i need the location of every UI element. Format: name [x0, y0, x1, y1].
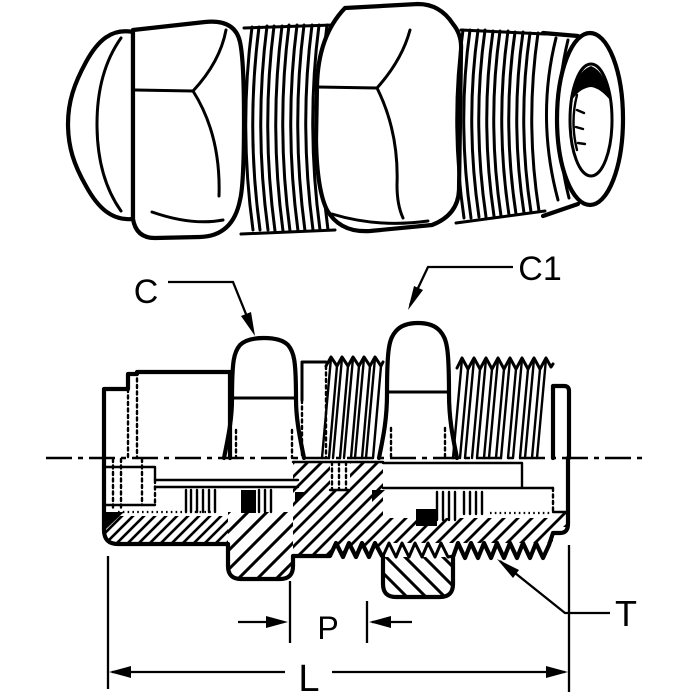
tube-stub: [101, 369, 233, 461]
dimension-p: P: [238, 581, 412, 646]
hex-nut-front: [130, 19, 247, 241]
label-t: T: [615, 593, 637, 634]
nut-back-cap: [65, 29, 136, 222]
right-end-outline: [550, 383, 572, 461]
label-l: L: [298, 658, 319, 700]
callout-c1: C1: [408, 250, 562, 310]
right-thread-crest: [455, 356, 555, 371]
arrowhead-t: [497, 559, 519, 578]
section-upper-half: [101, 320, 572, 461]
leader-t: [499, 560, 610, 615]
arrowhead-p-left: [266, 616, 288, 628]
label-p: P: [317, 610, 338, 646]
body-hex-facets: [315, 28, 430, 225]
arrowhead-l-left: [109, 666, 131, 678]
dimensions: C C1 T P L: [106, 250, 637, 700]
right-thread-flanks: [451, 357, 548, 460]
arrowhead-c1: [408, 286, 423, 310]
section-hatching: [105, 462, 568, 597]
nut-c1-outline: [376, 320, 460, 461]
thread-profile-across-locknut: [381, 541, 455, 559]
hatch-right-corner: [553, 512, 568, 527]
hatch-locknut-lobe: [383, 557, 453, 597]
callout-c: C: [134, 273, 255, 336]
label-c: C: [134, 273, 159, 311]
mid-thread-flanks: [320, 356, 383, 460]
end-port: [540, 30, 626, 219]
thread-section-right: [454, 28, 547, 225]
nut-back-cap-rim: [95, 36, 123, 213]
arrowhead-c: [241, 312, 255, 336]
label-c1: C1: [518, 250, 561, 288]
port-face-bore: [568, 62, 614, 178]
bore-inner-arc: [572, 93, 587, 152]
hatch-left-nut-lobe: [228, 512, 293, 579]
isometric-view: [65, 1, 626, 241]
callout-t: T: [497, 559, 637, 634]
section-view: [46, 320, 648, 600]
arrowhead-l-right: [546, 666, 568, 678]
leader-c1: [408, 265, 513, 306]
bore-shadow: [572, 66, 610, 100]
hex-nut-facets: [133, 28, 228, 224]
internal-details: [102, 370, 570, 529]
hatch-center-body: [293, 462, 383, 557]
hatch-right-body: [383, 518, 553, 543]
leader-c: [168, 280, 254, 330]
arrowhead-p-right: [369, 616, 391, 628]
collar: [300, 360, 328, 402]
dimension-l: L: [106, 545, 571, 700]
section-outline-lower: [101, 455, 571, 600]
hatch-left-shell: [105, 516, 228, 544]
